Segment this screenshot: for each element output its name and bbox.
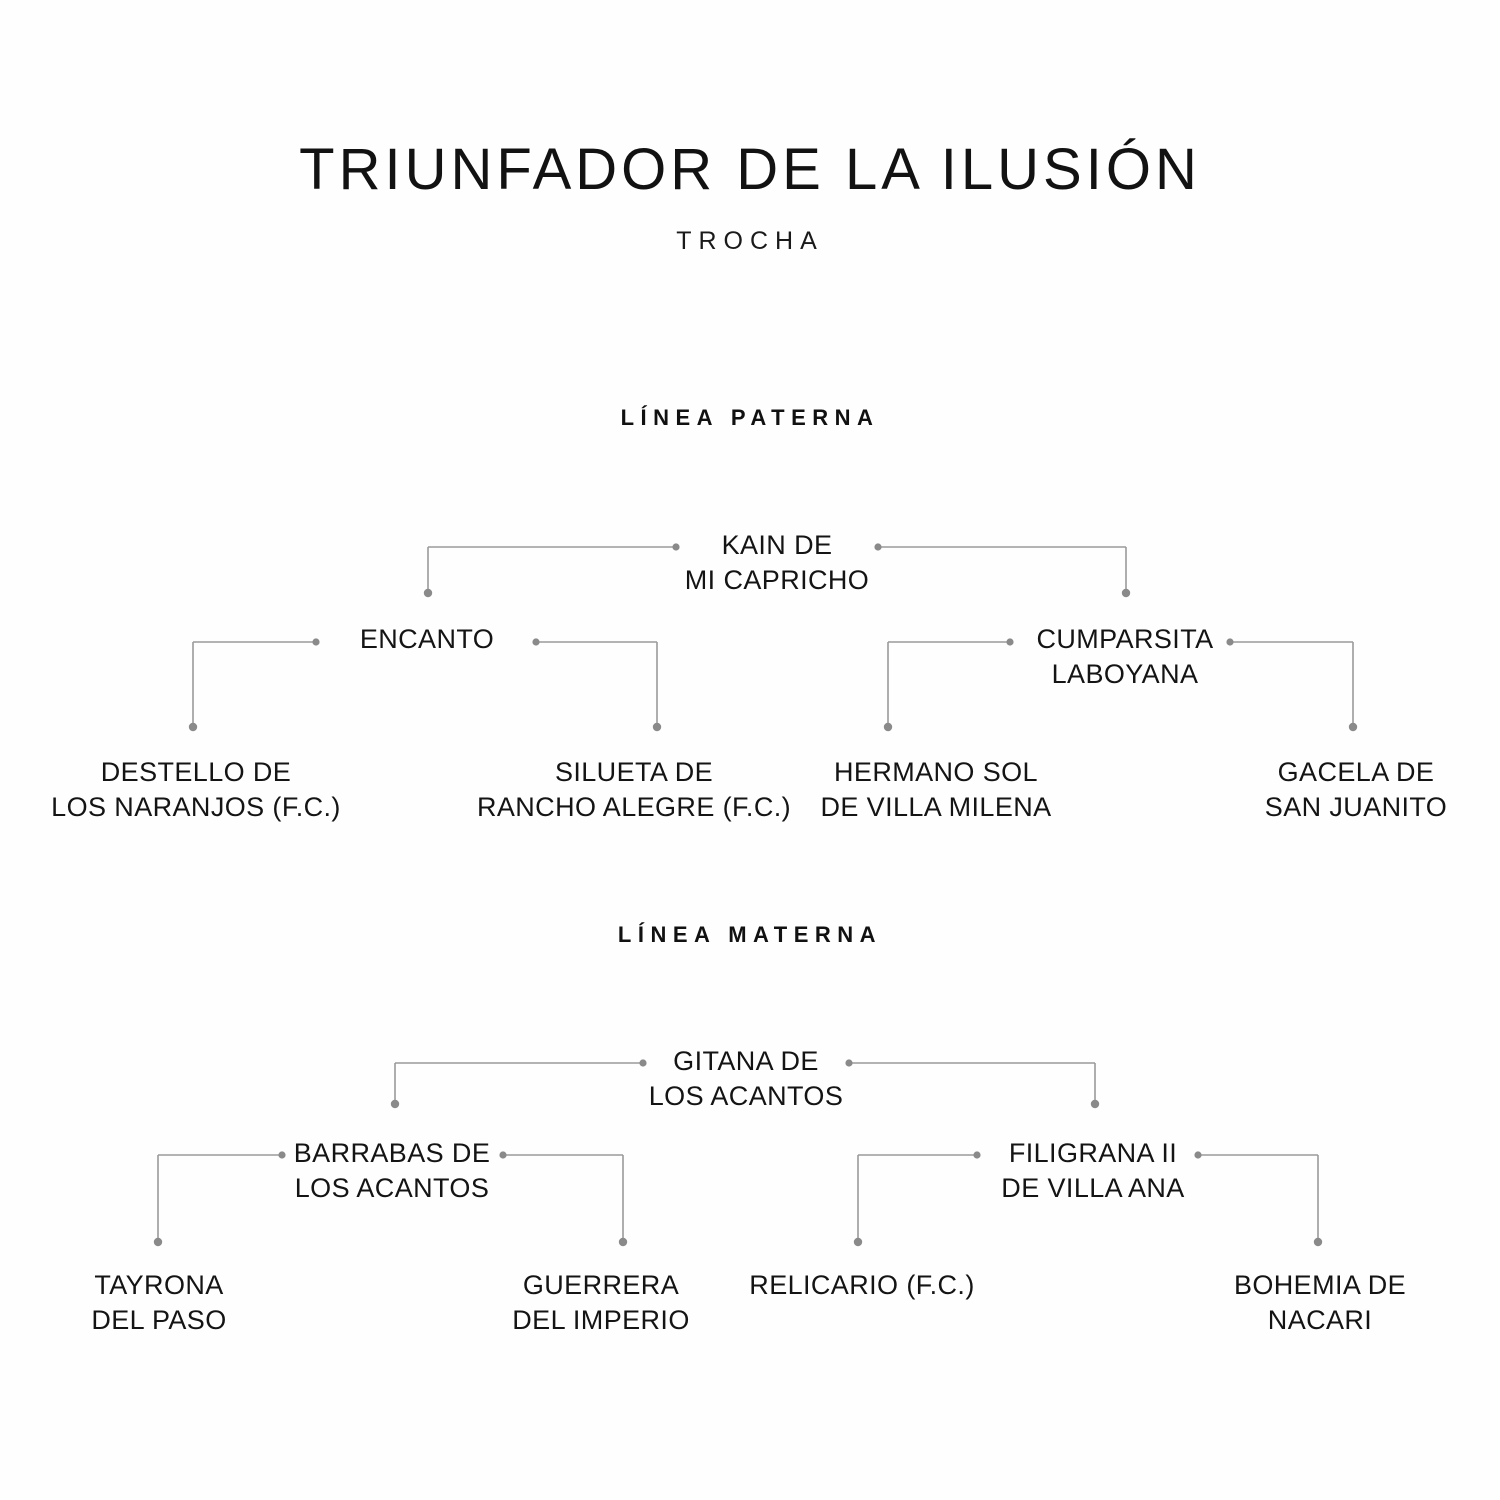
connector-cumparsita-to-gacela [1226,638,1358,732]
node-line-2: LABOYANA [1051,659,1199,690]
node-line-1: BARRABAS DE [293,1138,491,1168]
connector-dot-parent [874,543,882,551]
node-line-1: SILUETA DE [554,757,714,787]
node-line-2: LOS NARANJOS (F.C.) [51,792,341,823]
node-line-1: BOHEMIA DE [1233,1270,1407,1300]
pedigree-node-m-g3-1[interactable]: TAYRONA DEL PASO [91,1268,226,1338]
node-line-2: SAN JUANITO [1264,792,1448,823]
node-line-1: CUMPARSITA [1036,624,1214,654]
header-block: TRIUNFADOR DE LA ILUSIÓN TROCHA [0,137,1500,256]
node-line-2: DEL IMPERIO [512,1305,690,1336]
node-line-1: KAIN DE [721,530,833,560]
node-line-2: DE VILLA ANA [1001,1173,1185,1204]
node-line-2: LOS ACANTOS [648,1081,844,1112]
node-line-1: HERMANO SOL [834,757,1038,787]
connector-dot-parent [1226,638,1234,646]
connector-kain-to-encanto [423,543,680,598]
connector-dot-child [883,722,893,732]
connector-dot-parent [312,638,320,646]
section-heading-paternal: LÍNEA PATERNA [620,405,880,430]
pedigree-node-m-g2-l[interactable]: BARRABAS DE LOS ACANTOS [294,1136,490,1206]
node-line-1: FILIGRANA II [1008,1138,1178,1168]
connector-gitana-to-filigrana [845,1059,1100,1109]
connector-gitana-to-barrabas [390,1059,647,1109]
connector-dot-child [1090,1099,1100,1109]
pedigree-node-p-g2-r[interactable]: CUMPARSITA LABOYANA [1036,622,1213,692]
pedigree-node-m-g3-4[interactable]: BOHEMIA DE NACARI [1234,1268,1406,1338]
node-line-1: TAYRONA [94,1270,224,1300]
connector-kain-to-cumparsita [874,543,1131,598]
page-title: TRIUNFADOR DE LA ILUSIÓN [299,137,1201,202]
connector-dot-parent [672,543,680,551]
node-line-2: MI CAPRICHO [684,565,870,596]
connector-dot-parent [639,1059,647,1067]
connector-barrabas-to-guerrera [499,1151,628,1247]
pedigree-node-m-g3-3[interactable]: RELICARIO (F.C.) [749,1268,974,1303]
page-subtitle: TROCHA [676,226,824,255]
connector-dot-child [188,722,198,732]
connector-filigrana-to-relicario [853,1151,981,1247]
connector-dot-parent [532,638,540,646]
node-line-1: RELICARIO (F.C.) [749,1270,975,1300]
node-line-2: DEL PASO [91,1305,227,1336]
connector-dot-child [423,588,433,598]
connector-dot-parent [278,1151,286,1159]
connector-dot-child [652,722,662,732]
connector-dot-child [390,1099,400,1109]
connector-barrabas-to-tayrona [153,1151,286,1247]
pedigree-node-p-g3-1[interactable]: DESTELLO DE LOS NARANJOS (F.C.) [51,755,341,825]
connector-dot-parent [973,1151,981,1159]
node-line-1: GACELA DE [1277,757,1435,787]
connector-dot-parent [1194,1151,1202,1159]
connector-dot-parent [1006,638,1014,646]
pedigree-node-p-g3-2[interactable]: SILUETA DE RANCHO ALEGRE (F.C.) [477,755,791,825]
node-line-1: DESTELLO DE [100,757,292,787]
connector-cumparsita-to-hermano [883,638,1014,732]
connector-encanto-to-destello [188,638,320,732]
pedigree-node-p-g3-3[interactable]: HERMANO SOL DE VILLA MILENA [820,755,1051,825]
pedigree-node-m-g3-2[interactable]: GUERRERA DEL IMPERIO [512,1268,689,1338]
connector-filigrana-to-bohemia [1194,1151,1323,1247]
pedigree-node-p-g1[interactable]: KAIN DE MI CAPRICHO [685,528,869,598]
connector-dot-child [618,1237,628,1247]
connector-dot-child [1313,1237,1323,1247]
node-line-1: GUERRERA [522,1270,680,1300]
node-line-2: NACARI [1267,1305,1373,1336]
connector-dot-parent [499,1151,507,1159]
node-line-2: DE VILLA MILENA [820,792,1052,823]
connector-dot-child [1121,588,1131,598]
connector-dot-child [853,1237,863,1247]
connector-dot-parent [845,1059,853,1067]
pedigree-node-m-g2-r[interactable]: FILIGRANA II DE VILLA ANA [1001,1136,1184,1206]
connector-dot-child [1348,722,1358,732]
pedigree-node-p-g2-l[interactable]: ENCANTO [360,622,494,657]
connector-encanto-to-silueta [532,638,662,732]
node-line-2: RANCHO ALEGRE (F.C.) [476,792,792,823]
node-line-1: ENCANTO [359,624,495,654]
node-line-1: GITANA DE [673,1046,819,1076]
pedigree-node-m-g1[interactable]: GITANA DE LOS ACANTOS [649,1044,843,1114]
node-line-2: LOS ACANTOS [294,1173,490,1204]
pedigree-node-p-g3-4[interactable]: GACELA DE SAN JUANITO [1265,755,1447,825]
section-heading-maternal: LÍNEA MATERNA [617,922,883,947]
connector-dot-child [153,1237,163,1247]
